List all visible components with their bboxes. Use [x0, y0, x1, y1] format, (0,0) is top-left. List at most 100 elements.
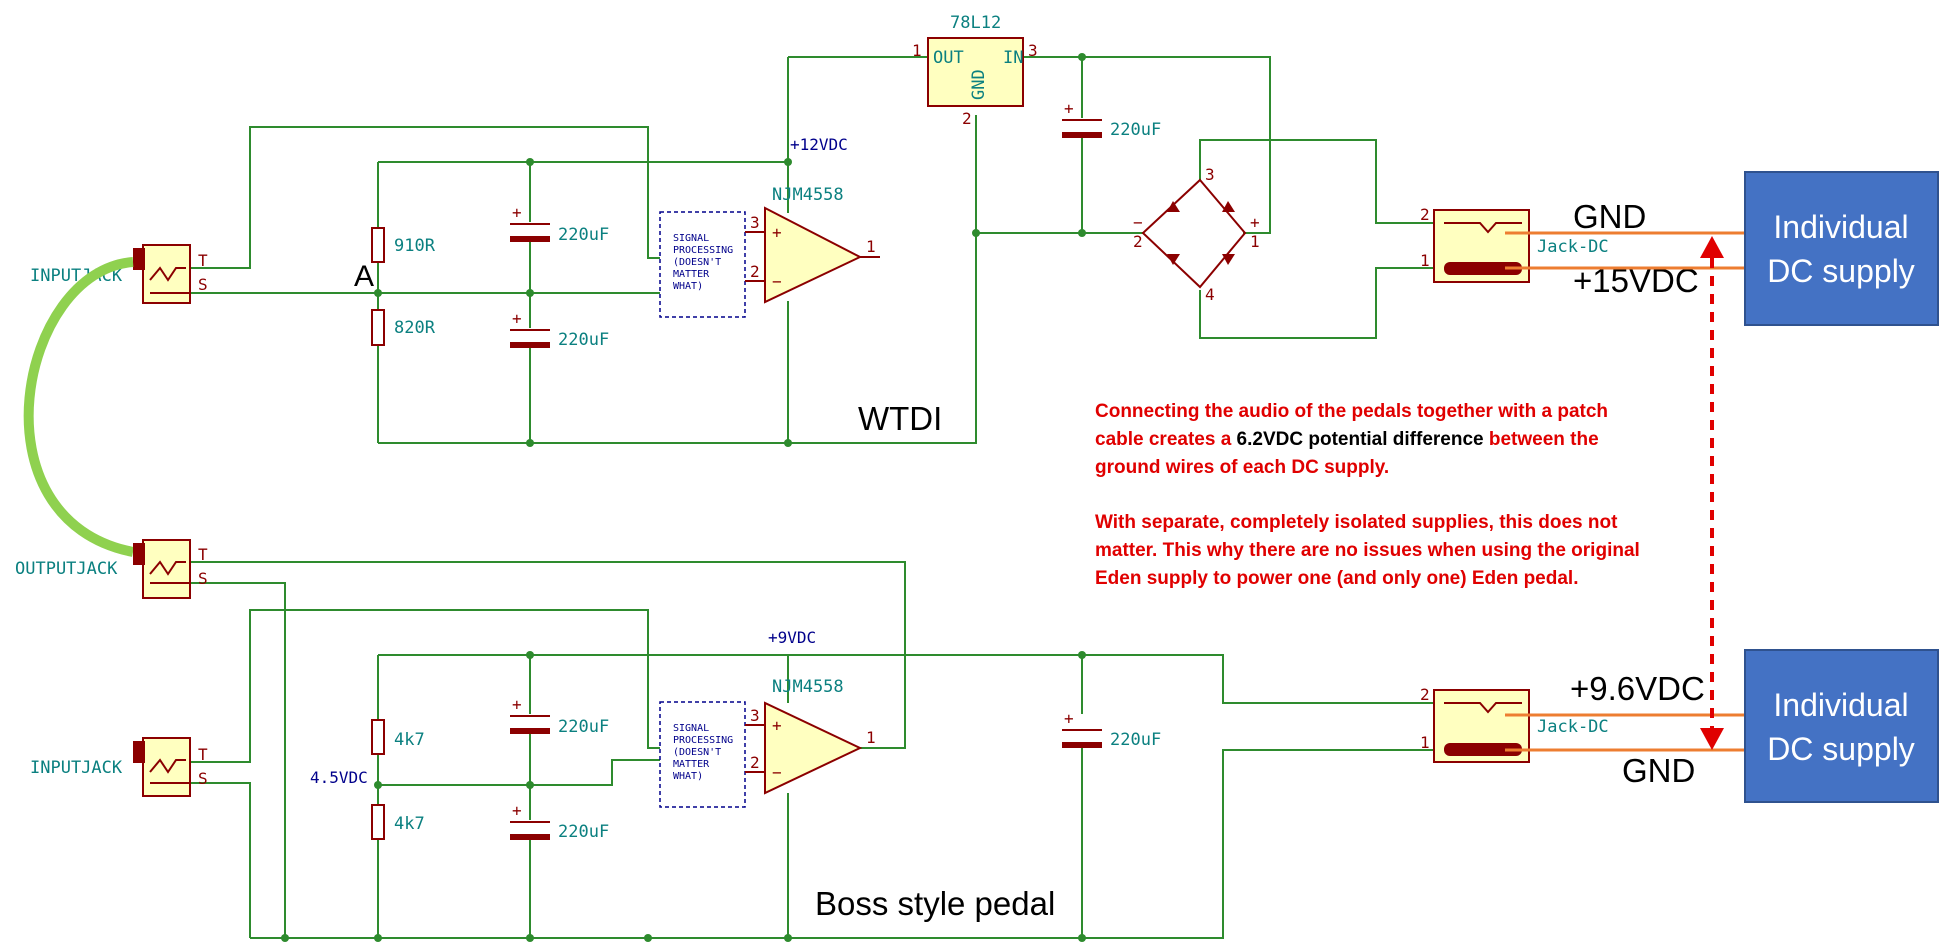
bridge-pin3: 3 [1205, 165, 1215, 184]
opamp-b-minus: − [772, 763, 782, 782]
opamp-top [764, 206, 863, 304]
opamp-b-plus: + [772, 716, 782, 735]
bigcap-label: 220uF [1110, 730, 1161, 750]
bottom-input-jack [133, 737, 191, 797]
resistor-820r [371, 309, 385, 346]
reg-pin3: 3 [1028, 41, 1038, 60]
opamp-bottom [764, 701, 863, 795]
svg-text:(DOESN'T: (DOESN'T [673, 747, 721, 758]
svg-text:SIGNAL: SIGNAL [673, 233, 709, 244]
potential-difference-arrow [1700, 236, 1724, 750]
svg-text:cable creates a 6.2VDC potenti: cable creates a 6.2VDC potential differe… [1095, 429, 1599, 450]
reg-pin2: 2 [962, 109, 972, 128]
svg-text:PROCESSING: PROCESSING [673, 245, 733, 256]
svg-text:+: + [512, 801, 522, 820]
bottom-jackdc-label: Jack-DC [1537, 717, 1609, 737]
bottom-gnd-label: GND [1622, 752, 1695, 789]
supply-box-bottom [1744, 649, 1939, 803]
pin-t-out: T [198, 545, 208, 564]
dc-pin2: 2 [1420, 205, 1430, 224]
wtdi-label: WTDI [858, 400, 942, 437]
supply-box-top [1744, 171, 1939, 326]
capacitor-top-2: + [510, 309, 550, 348]
r2b-label: 4k7 [394, 814, 425, 834]
svg-text:Connecting the audio of the pe: Connecting the audio of the pedals toget… [1095, 401, 1608, 422]
capacitor-bottom-big: + [1062, 709, 1102, 748]
opamp-minus: − [772, 272, 782, 291]
opamp-top-label: NJM4558 [772, 185, 844, 205]
supply-top-line1: Individual [1773, 209, 1908, 245]
c1-label: 220uF [558, 225, 609, 245]
pin-s-out: S [198, 569, 208, 588]
c2-label: 220uF [558, 330, 609, 350]
rail-9v: +9VDC [768, 628, 816, 647]
bridge-pin2: 2 [1133, 232, 1143, 251]
supply-top-line2: DC supply [1767, 253, 1915, 289]
svg-text:WHAT): WHAT) [673, 281, 703, 292]
junctions-top [374, 53, 1086, 447]
signal-processing-bottom [659, 701, 746, 808]
svg-text:+: + [512, 695, 522, 714]
top-jackdc-label: Jack-DC [1537, 237, 1609, 257]
c2b-label: 220uF [558, 822, 609, 842]
svg-text:+: + [1064, 99, 1074, 118]
resistor-4k7-a [371, 719, 385, 755]
svg-text:+: + [1064, 709, 1074, 728]
rail-12v: +12VDC [790, 135, 848, 154]
boss-label: Boss style pedal [815, 885, 1055, 922]
top-input-jack [133, 244, 191, 304]
capacitor-top-1: + [510, 203, 550, 242]
dcb-pin2: 2 [1420, 685, 1430, 704]
svg-text:(DOESN'T: (DOESN'T [673, 257, 721, 268]
svg-text:+: + [512, 309, 522, 328]
reg-cap-label: 220uF [1110, 120, 1161, 140]
pin-s: S [198, 275, 208, 294]
bridge-minus: − [1133, 213, 1143, 232]
pin-1: 1 [866, 237, 876, 256]
resistor-910r [371, 227, 385, 263]
pin-t-in2: T [198, 745, 208, 764]
opamp-plus: + [772, 223, 782, 242]
r2-label: 820R [394, 318, 436, 338]
annotation-text: Connecting the audio of the pedals toget… [1095, 401, 1640, 589]
signal-processing-top [659, 211, 746, 318]
regulator-78l12 [927, 37, 1024, 107]
supply-bottom-line1: Individual [1773, 687, 1908, 723]
bias-label: 4.5VDC [310, 768, 368, 787]
opamp-bottom-label: NJM4558 [772, 677, 844, 697]
c1b-label: 220uF [558, 717, 609, 737]
wire [1199, 139, 1434, 224]
reg-gnd: GND [969, 69, 989, 100]
pin-b3: 3 [750, 706, 760, 725]
bridge-rectifier [1141, 178, 1247, 289]
capacitor-bottom-2: + [510, 801, 550, 840]
svg-text:WHAT): WHAT) [673, 771, 703, 782]
wire [1199, 267, 1434, 339]
wire [1023, 56, 1271, 234]
pin-b2: 2 [750, 753, 760, 772]
pin-s-in2: S [198, 769, 208, 788]
outputjack-label: OUTPUTJACK [15, 559, 118, 579]
pin-b1: 1 [866, 728, 876, 747]
junctions-bottom [281, 651, 1086, 942]
bottom-inputjack-label: INPUTJACK [30, 758, 123, 778]
dc-pin1: 1 [1420, 251, 1430, 270]
r1-label: 910R [394, 236, 436, 256]
bottom-pedal [190, 561, 1434, 939]
reg-in: IN [1003, 48, 1023, 68]
bridge-pin4: 4 [1205, 285, 1215, 304]
reg-pin1: 1 [912, 41, 922, 60]
svg-text:Eden supply to power one (and: Eden supply to power one (and only one) … [1095, 568, 1578, 589]
svg-text:SIGNAL: SIGNAL [673, 723, 709, 734]
regulator-label: 78L12 [950, 13, 1001, 33]
pin-3: 3 [750, 213, 760, 232]
bridge-plus: + [1250, 213, 1260, 232]
top-pedal [190, 56, 1434, 444]
top-dc-jack [1433, 209, 1530, 283]
reg-out: OUT [933, 48, 964, 68]
top-gnd-label: GND [1573, 198, 1646, 235]
regulator-capacitor: + [1062, 99, 1102, 138]
resistor-4k7-b [371, 804, 385, 840]
output-jack [133, 539, 191, 599]
